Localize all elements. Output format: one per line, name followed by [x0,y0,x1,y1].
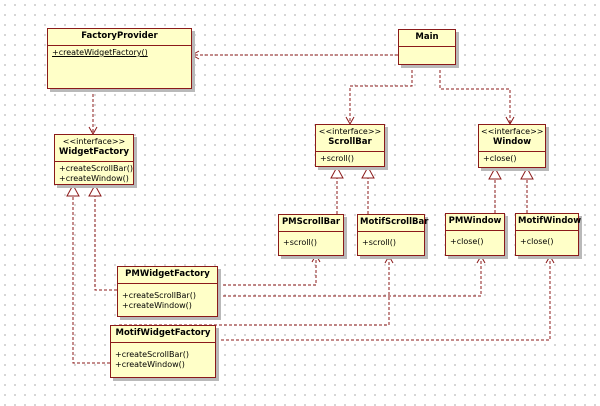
operation: +createScrollBar() [59,164,133,173]
class-pmscrollbar[interactable]: PMScrollBar +scroll() [278,214,344,256]
dependency-main-window [439,65,515,126]
class-name: PMScrollBar [281,217,341,227]
dependency-pmwidgetfactory-pmscrollbar [218,253,321,286]
class-name: Window [492,137,532,147]
class-name: PMWidgetFactory [125,269,210,279]
class-motifwidgetfactory[interactable]: MotifWidgetFactory +createScrollBar() +c… [110,325,216,378]
class-factoryprovider[interactable]: FactoryProvider +createWidgetFactory() [47,28,192,89]
class-name: WidgetFactory [58,147,129,157]
realization-pmwidgetfactory-widgetfactory [88,183,117,291]
operation: +scroll() [362,238,396,247]
operation: +scroll() [283,238,317,247]
class-name: MotifWidgetFactory [115,328,211,338]
operation: +scroll() [320,154,354,163]
operation: +close() [520,237,554,246]
stereotype-label: <<interface>> [62,137,126,146]
class-name: Main [415,32,439,42]
class-pmwidgetfactory[interactable]: PMWidgetFactory +createScrollBar() +crea… [117,266,218,317]
stereotype-label: <<interface>> [318,127,382,136]
dependency-pmwidgetfactory-pmwindow [218,254,486,297]
class-name: MotifWindow [518,216,582,226]
operation: +createWindow() [122,301,192,310]
operation: +createWidgetFactory() [52,48,148,57]
operation: +close() [450,237,484,246]
class-name: ScrollBar [328,137,372,147]
interface-scrollbar[interactable]: <<interface>> ScrollBar +scroll() [315,124,385,167]
operation: +createScrollBar() [115,350,189,359]
class-name: FactoryProvider [81,31,158,41]
class-motifwindow[interactable]: MotifWindow +close() [515,213,582,256]
realization-motifwidgetfactory-widgetfactory [66,183,110,364]
class-pmwindow[interactable]: PMWindow +close() [445,213,505,256]
interface-widgetfactory[interactable]: <<interface>> WidgetFactory +createScrol… [54,134,134,185]
attribute-compartment [399,46,455,53]
operation: +createWindow() [59,174,129,183]
class-motifscrollbar[interactable]: MotifScrollBar +scroll() [357,214,429,256]
operation: +createScrollBar() [122,291,196,300]
interface-window[interactable]: <<interface>> Window +close() [478,124,546,168]
dependency-motifwidgetfactory-motifwindow [216,254,555,341]
dependency-main-scrollbar [345,65,413,126]
class-main[interactable]: Main [398,29,456,65]
operation: +close() [483,154,517,163]
operation: +createWindow() [115,360,185,369]
stereotype-label: <<interface>> [481,127,544,136]
class-name: MotifScrollBar [360,217,429,227]
class-name: PMWindow [448,216,502,226]
